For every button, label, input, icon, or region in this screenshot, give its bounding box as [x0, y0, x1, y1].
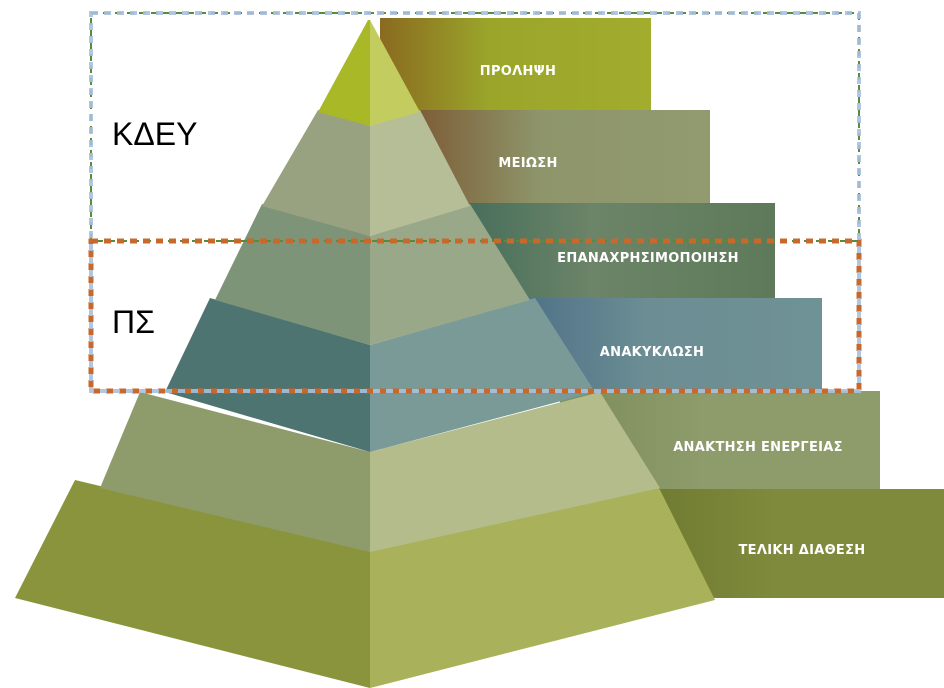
tier-recycling-left [165, 298, 370, 452]
label-recycling: ΑΝΑΚΥΚΛΩΣΗ [600, 345, 704, 360]
label-prevention: ΠΡΟΛΗΨΗ [480, 64, 556, 79]
label-reduction: ΜΕΙΩΣΗ [498, 156, 557, 171]
tier-reduction-right [370, 110, 470, 236]
label-final-disposal: ΤΕΛΙΚΗ ΔΙΑΘΕΣΗ [739, 543, 866, 558]
bar-prevention [380, 18, 651, 110]
tier-prevention-left [318, 20, 370, 126]
tier-final-disposal-left [15, 480, 370, 688]
kdey-label: ΚΔΕΥ [112, 116, 198, 152]
tier-reduction-left [262, 110, 370, 236]
tier-energy-recovery-right [370, 392, 660, 552]
label-energy-recovery: ΑΝΑΚΤΗΣΗ ΕΝΕΡΓΕΙΑΣ [673, 440, 843, 455]
tier-energy-recovery-left [100, 392, 370, 552]
outer-overlay-box [89, 11, 861, 393]
bar-labels: ΠΡΟΛΗΨΗ ΜΕΙΩΣΗ ΕΠΑΝΑΧΡΗΣΙΜΟΠΟΙΗΣΗ ΑΝΑΚΥΚ… [480, 64, 866, 558]
group-boxes [88, 11, 862, 394]
ps-label: ΠΣ [112, 304, 155, 340]
label-reuse: ΕΠΑΝΑΧΡΗΣΙΜΟΠΟΙΗΣΗ [557, 251, 739, 266]
tier-prevention-right [370, 20, 420, 126]
tier-recycling-right [370, 298, 595, 452]
